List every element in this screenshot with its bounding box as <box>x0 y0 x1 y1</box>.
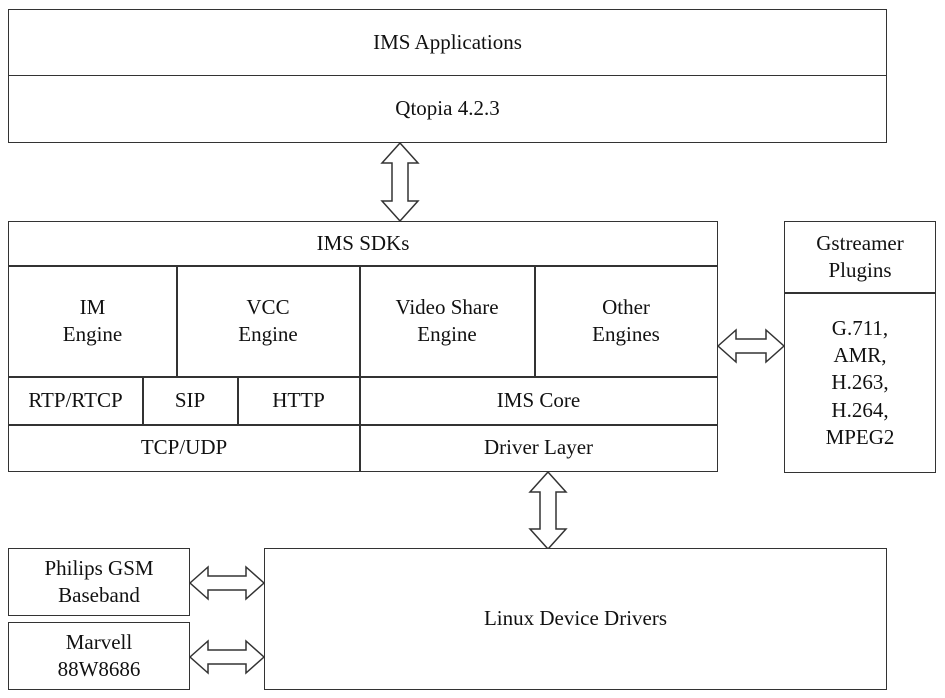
http-cell: HTTP <box>238 377 359 424</box>
ims-core-label: IMS Core <box>496 387 581 412</box>
im-engine-cell: IM Engine <box>9 266 176 376</box>
qtopia-label: Qtopia 4.2.3 <box>395 96 500 121</box>
divider <box>176 265 178 377</box>
tcp-udp-label: TCP/UDP <box>140 435 228 460</box>
video-share-engine-cell: Video Share Engine <box>360 266 534 376</box>
video-share-engine-label: Video Share Engine <box>395 294 499 346</box>
linux-device-drivers-box: Linux Device Drivers <box>264 548 887 690</box>
marvell-box: Marvell 88W8686 <box>8 622 190 690</box>
im-engine-label: IM Engine <box>62 294 123 346</box>
marvell-label: Marvell 88W8686 <box>57 629 141 681</box>
tcp-udp-cell: TCP/UDP <box>9 425 359 471</box>
divider <box>784 292 936 294</box>
other-engines-cell: Other Engines <box>535 266 717 376</box>
divider <box>534 265 536 377</box>
vcc-engine-label: VCC Engine <box>238 294 298 346</box>
divider <box>8 265 718 267</box>
double-arrow-vertical-top <box>380 141 420 223</box>
double-arrow-sdk-gstreamer <box>716 328 786 364</box>
ims-sdks-title: IMS SDKs <box>8 221 718 266</box>
philips-gsm-box: Philips GSM Baseband <box>8 548 190 616</box>
gstreamer-plugins-block <box>784 221 936 473</box>
vcc-engine-cell: VCC Engine <box>177 266 359 376</box>
gstreamer-codecs: G.711, AMR, H.263, H.264, MPEG2 <box>785 294 935 472</box>
double-arrow-philips <box>188 565 266 601</box>
divider <box>8 424 718 426</box>
sip-cell: SIP <box>143 377 237 424</box>
qtopia-box: Qtopia 4.2.3 <box>8 75 887 143</box>
ims-core-cell: IMS Core <box>360 377 717 424</box>
driver-layer-cell: Driver Layer <box>360 425 717 471</box>
rtp-rtcp-label: RTP/RTCP <box>28 387 123 412</box>
linux-device-drivers-label: Linux Device Drivers <box>483 606 668 631</box>
driver-layer-label: Driver Layer <box>483 435 594 460</box>
divider <box>142 376 144 425</box>
divider <box>359 265 361 472</box>
philips-gsm-label: Philips GSM Baseband <box>44 555 154 607</box>
double-arrow-marvell <box>188 639 266 675</box>
other-engines-label: Other Engines <box>592 294 660 346</box>
divider <box>8 376 718 378</box>
ims-sdks-label: IMS SDKs <box>316 230 410 255</box>
sip-label: SIP <box>174 387 206 412</box>
rtp-rtcp-cell: RTP/RTCP <box>9 377 142 424</box>
ims-applications-box: IMS Applications <box>8 9 887 77</box>
divider <box>237 376 239 425</box>
gstreamer-codecs-label: G.711, AMR, H.263, H.264, MPEG2 <box>825 315 895 449</box>
gstreamer-title: Gstreamer Plugins <box>785 222 935 292</box>
http-label: HTTP <box>272 387 325 412</box>
gstreamer-title-label: Gstreamer Plugins <box>816 230 904 282</box>
double-arrow-vertical-drivers <box>528 470 568 551</box>
ims-applications-label: IMS Applications <box>373 30 522 55</box>
